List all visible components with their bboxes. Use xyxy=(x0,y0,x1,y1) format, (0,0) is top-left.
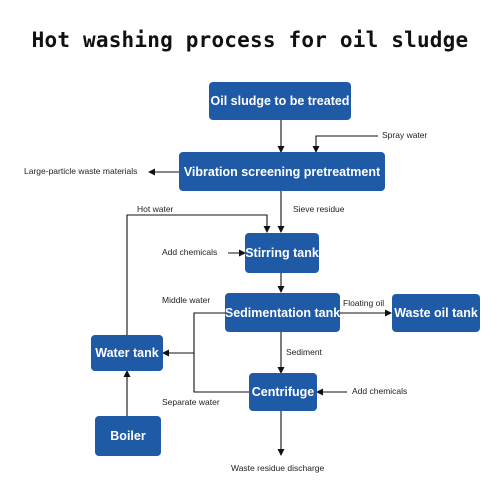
node-water-tank: Water tank xyxy=(91,335,163,371)
label-hot-water: Hot water xyxy=(137,204,174,214)
label-middle-water: Middle water xyxy=(162,295,211,305)
node-sedimentation-tank: Sedimentation tank xyxy=(225,293,340,332)
label-sediment: Sediment xyxy=(286,347,322,357)
line-separate-water xyxy=(193,353,249,393)
node-centrifuge: Centrifuge xyxy=(249,373,317,411)
label-separate-water: Separate water xyxy=(162,397,220,407)
label-spray-water: Spray water xyxy=(382,130,428,140)
label-large-particle: Large-particle waste materials xyxy=(24,166,138,176)
arrow-hot-water xyxy=(126,214,271,335)
label-add-chemicals-stirring: Add chemicals xyxy=(162,247,218,257)
node-boiler: Boiler xyxy=(95,416,161,456)
label-floating-oil: Floating oil xyxy=(343,298,385,308)
arrow-spray-water xyxy=(312,135,378,153)
label-sieve-residue: Sieve residue xyxy=(293,204,345,214)
arrow-middle-water xyxy=(162,312,225,357)
node-waste-oil-tank: Waste oil tank xyxy=(392,294,480,332)
node-stirring-tank: Stirring tank xyxy=(245,233,319,273)
label-add-chemicals-centrifuge: Add chemicals xyxy=(352,386,408,396)
node-oil-sludge: Oil sludge to be treated xyxy=(209,82,351,120)
label-waste-residue: Waste residue discharge xyxy=(231,463,325,473)
diagram-title: Hot washing process for oil sludge xyxy=(31,28,469,52)
node-vibration-screening: Vibration screening pretreatment xyxy=(179,152,385,191)
